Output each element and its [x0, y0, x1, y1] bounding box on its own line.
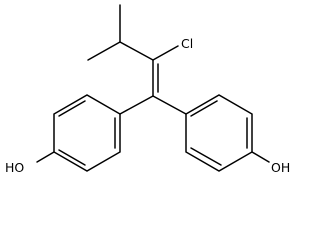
right-phenol-ring: OH [185, 94, 290, 175]
bond-to-left-ring [119, 95, 154, 115]
right-hydroxyl-label: OH [271, 160, 290, 175]
isopropyl-group [87, 4, 154, 61]
right-ring-inner-double-1 [190, 100, 218, 117]
left-phenol-ring: HO [5, 94, 121, 175]
chemical-structure: Cl HO OH [5, 4, 290, 175]
chlorine-substituent: Cl [152, 36, 193, 61]
right-ring-inner-double-3 [190, 147, 222, 166]
right-ring-hexagon [185, 94, 253, 172]
bond-methyl-left [87, 41, 121, 61]
left-ring-c-o-bond [36, 151, 55, 163]
central-double-bond [152, 59, 159, 97]
chlorine-label: Cl [181, 36, 193, 51]
left-hydroxyl-label: HO [5, 160, 24, 175]
right-ring-c-o-bond [251, 151, 270, 163]
bond-c-cl [152, 45, 179, 61]
left-ring-inner-double-3 [58, 100, 86, 117]
bond-to-right-ring [152, 95, 187, 115]
bond-isopropyl-ccl [119, 41, 154, 61]
left-ring-inner-double-2 [58, 149, 86, 166]
left-ring-hexagon [53, 94, 121, 172]
